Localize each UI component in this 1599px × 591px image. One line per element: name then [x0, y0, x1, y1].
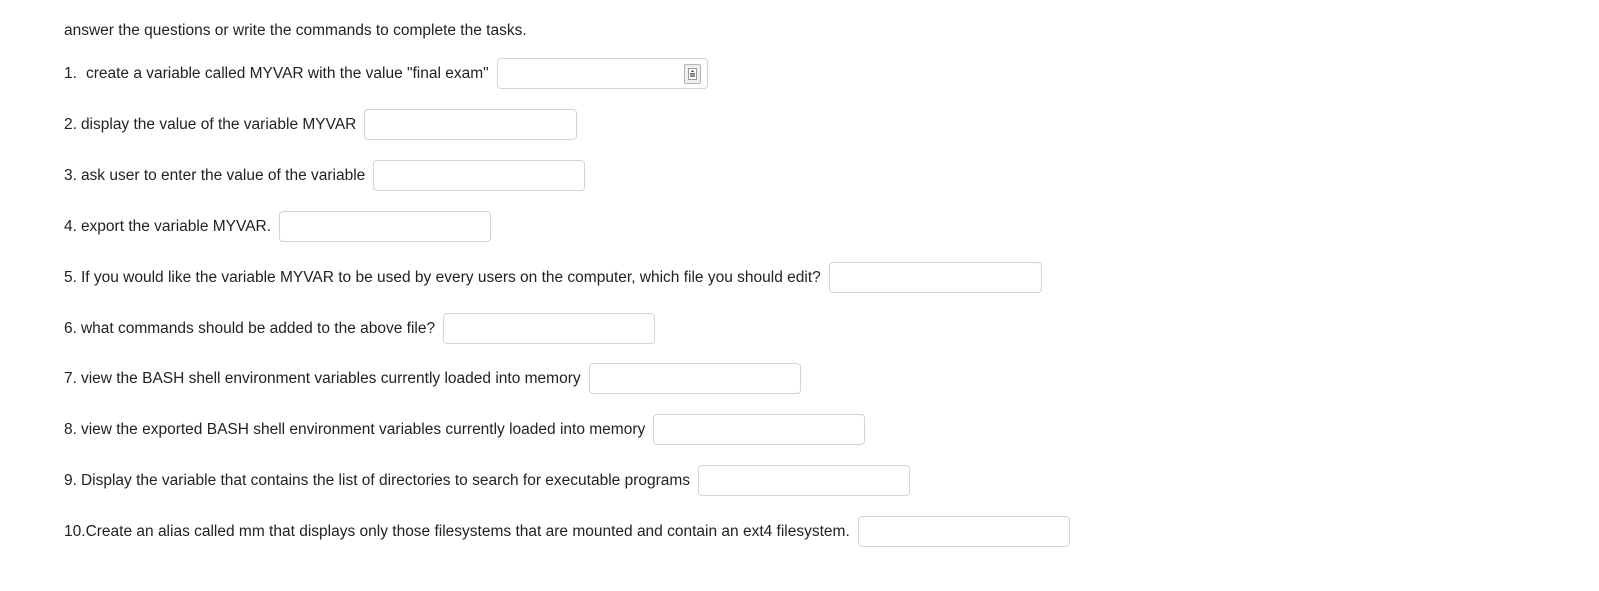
answer-input-8[interactable]: [653, 414, 866, 445]
question-number-4: 4.: [64, 217, 77, 235]
question-row-5: 5. If you would like the variable MYVAR …: [64, 262, 1042, 293]
question-row-7: 7. view the BASH shell environment varia…: [64, 363, 801, 394]
answer-input-3[interactable]: [373, 160, 586, 191]
question-row-6: 6. what commands should be added to the …: [64, 313, 656, 344]
answer-input-7[interactable]: [588, 363, 801, 394]
question-text-4: export the variable MYVAR.: [80, 217, 272, 235]
question-text-5: If you would like the variable MYVAR to …: [80, 268, 821, 286]
question-text-1: create a variable called MYVAR with the …: [85, 64, 489, 82]
question-row-8: 8. view the exported BASH shell environm…: [64, 414, 866, 445]
question-text-8: view the exported BASH shell environment…: [80, 420, 646, 438]
answer-input-6[interactable]: [443, 313, 656, 344]
question-text-2: display the value of the variable MYVAR: [80, 115, 357, 133]
question-text-7: view the BASH shell environment variable…: [80, 369, 581, 387]
question-number-8: 8.: [64, 420, 77, 438]
question-number-9: 9.: [64, 471, 77, 489]
question-row-2: 2. display the value of the variable MYV…: [64, 109, 578, 140]
stepper-handle-icon[interactable]: [683, 63, 701, 84]
question-number-5: 5.: [64, 268, 77, 286]
answer-box-wrap-1: [489, 58, 708, 89]
question-number-6: 6.: [64, 319, 77, 337]
answer-input-1[interactable]: [496, 58, 708, 89]
question-number-7: 7.: [64, 369, 77, 387]
answer-input-9[interactable]: [698, 465, 911, 496]
question-number-10: 10.: [64, 522, 86, 540]
question-number-1: 1.: [64, 64, 77, 82]
question-row-9: 9. Display the variable that contains th…: [64, 465, 911, 496]
answer-input-4[interactable]: [279, 211, 492, 242]
question-text-10: Create an alias called mm that displays …: [85, 522, 850, 540]
question-text-9: Display the variable that contains the l…: [80, 471, 691, 489]
question-row-3: 3. ask user to enter the value of the va…: [64, 160, 586, 191]
worksheet-instructions: answer the questions or write the comman…: [64, 22, 527, 39]
answer-input-10[interactable]: [857, 516, 1070, 547]
question-text-3: ask user to enter the value of the varia…: [80, 166, 366, 184]
question-number-2: 2.: [64, 115, 77, 133]
question-row-1: 1. create a variable called MYVAR with t…: [64, 58, 708, 89]
question-row-10: 10. Create an alias called mm that displ…: [64, 516, 1070, 547]
answer-input-5[interactable]: [828, 262, 1042, 293]
answer-input-2[interactable]: [364, 109, 578, 140]
question-number-3: 3.: [64, 166, 77, 184]
question-row-4: 4. export the variable MYVAR.: [64, 211, 492, 242]
question-text-6: what commands should be added to the abo…: [80, 319, 436, 337]
